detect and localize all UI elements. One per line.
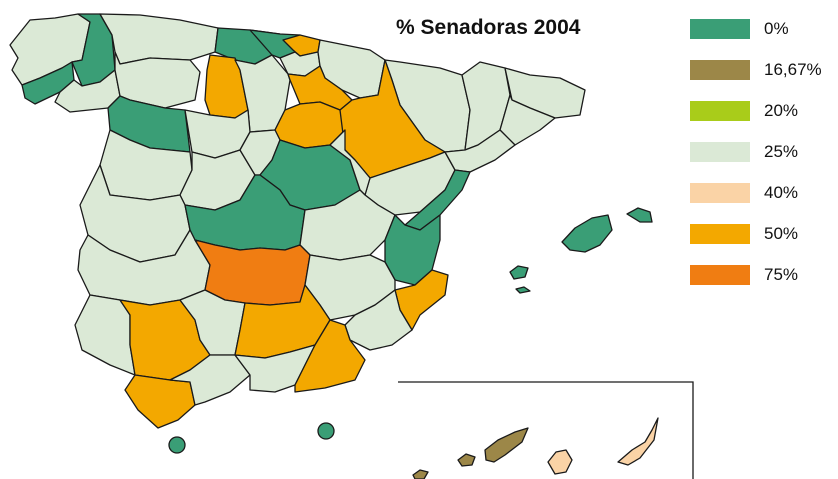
canary-inset-frame (398, 381, 694, 479)
legend-swatch (690, 264, 750, 285)
legend-swatch (690, 182, 750, 203)
map-title: % Senadoras 2004 (396, 16, 581, 39)
legend-item-3: 25% (690, 131, 835, 172)
island-la-gomera[interactable] (457, 453, 476, 467)
legend-label: 16,67% (764, 59, 822, 79)
island-menorca[interactable] (626, 207, 653, 223)
island-la-palma[interactable] (412, 469, 429, 479)
province-cadiz[interactable] (124, 374, 196, 429)
legend-label: 25% (764, 141, 799, 161)
legend-item-1: 16,67% (690, 49, 835, 90)
legend-item-0: 0% (690, 8, 835, 49)
legend-item-2: 20% (690, 90, 835, 131)
island-tenerife[interactable] (484, 427, 529, 463)
island-formentera[interactable] (515, 286, 531, 294)
legend-swatch (690, 18, 750, 39)
legend-swatch (690, 141, 750, 162)
legend-label: 20% (764, 100, 799, 120)
legend-swatch (690, 100, 750, 121)
island-ibiza[interactable] (509, 265, 529, 280)
legend-item-6: 75% (690, 254, 835, 295)
province-leon[interactable] (114, 51, 201, 109)
island-gran-canaria[interactable] (547, 449, 573, 475)
legend-swatch (690, 223, 750, 244)
legend-item-5: 50% (690, 213, 835, 254)
province-asturias[interactable] (99, 13, 219, 65)
city-melilla[interactable] (317, 422, 335, 440)
island-fuerteventura[interactable] (617, 417, 659, 466)
legend-label: 50% (764, 223, 799, 243)
province-guadalajara[interactable] (329, 129, 371, 196)
legend-label: 40% (764, 182, 799, 202)
legend-item-4: 40% (690, 172, 835, 213)
legend-label: 0% (764, 18, 789, 38)
province-malaga[interactable] (169, 354, 251, 406)
legend-label: 75% (764, 264, 799, 284)
province-almeria[interactable] (294, 319, 366, 393)
city-ceuta[interactable] (168, 436, 186, 454)
legend: 0% 16,67% 20% 25% 40% 50% 75% (690, 8, 835, 295)
island-mallorca[interactable] (561, 214, 613, 253)
legend-swatch (690, 59, 750, 80)
